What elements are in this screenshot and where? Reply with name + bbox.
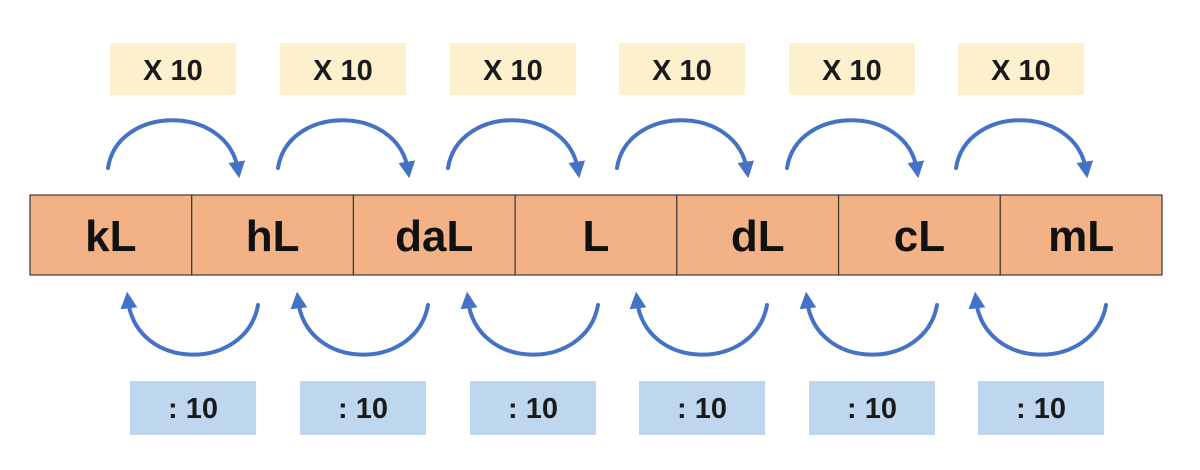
unit-label: cL <box>894 212 945 261</box>
divide-arrow <box>290 291 430 357</box>
multiply-arrow <box>785 118 925 179</box>
unit-cell-cl: cL <box>837 194 1001 276</box>
multiply-label: X 10 <box>619 43 745 95</box>
multiply-arrow <box>276 118 416 179</box>
unit-cell-kl: kL <box>29 194 193 276</box>
multiply-label-text: X 10 <box>143 55 203 87</box>
unit-label: kL <box>85 212 136 261</box>
unit-cell-box <box>514 194 678 276</box>
divide-arrow <box>799 291 939 357</box>
multiply-label-box <box>110 43 236 95</box>
unit-cell-l: L <box>514 194 678 276</box>
unit-cell-ml: mL <box>999 194 1163 276</box>
multiply-label-text: X 10 <box>483 55 543 87</box>
unit-cell-dal: daL <box>352 194 516 276</box>
multiply-arrow <box>954 118 1094 179</box>
multiply-arrow <box>106 118 246 179</box>
divide-label: : 10 <box>300 381 426 435</box>
multiply-label-box <box>280 43 406 95</box>
divide-labels: : 10 : 10 : 10 : 10 : 10 : 10 <box>130 381 1104 435</box>
unit-cell-box <box>999 194 1163 276</box>
divide-label: : 10 <box>639 381 765 435</box>
unit-cell-box <box>191 194 355 276</box>
unit-cell-box <box>352 194 516 276</box>
unit-label: mL <box>1048 212 1114 261</box>
unit-label: hL <box>246 212 300 261</box>
multiply-label: X 10 <box>280 43 406 95</box>
multiply-label-text: X 10 <box>313 55 373 87</box>
divide-label: : 10 <box>470 381 596 435</box>
divide-label-text: : 10 <box>508 393 558 425</box>
multiply-arrow <box>615 118 755 179</box>
multiply-labels: X 10 X 10 X 10 X 10 X 10 X 10 <box>110 43 1084 95</box>
multiply-label: X 10 <box>110 43 236 95</box>
multiply-label-box <box>450 43 576 95</box>
multiply-label-text: X 10 <box>652 55 712 87</box>
divide-label-text: : 10 <box>847 393 897 425</box>
divide-label-text: : 10 <box>677 393 727 425</box>
unit-cell-hl: hL <box>191 194 355 276</box>
divide-label: : 10 <box>809 381 935 435</box>
divide-label-text: : 10 <box>1016 393 1066 425</box>
divide-label-box <box>809 381 935 435</box>
multiply-label-text: X 10 <box>822 55 882 87</box>
unit-cell-dl: dL <box>676 194 840 276</box>
divide-arrows <box>120 291 1108 357</box>
multiply-label-box <box>789 43 915 95</box>
divide-label-text: : 10 <box>338 393 388 425</box>
divide-label: : 10 <box>130 381 256 435</box>
divide-label-box <box>300 381 426 435</box>
unit-label: dL <box>731 212 785 261</box>
multiply-label-text: X 10 <box>991 55 1051 87</box>
divide-label-box <box>978 381 1104 435</box>
divide-arrow <box>460 291 600 357</box>
divide-label-box <box>470 381 596 435</box>
divide-label-box <box>130 381 256 435</box>
multiply-label: X 10 <box>450 43 576 95</box>
divide-label: : 10 <box>978 381 1104 435</box>
multiply-label-box <box>958 43 1084 95</box>
unit-label: L <box>583 212 610 261</box>
multiply-arrows <box>106 118 1094 179</box>
unit-cell-box <box>837 194 1001 276</box>
divide-arrow <box>968 291 1108 357</box>
divide-label-box <box>639 381 765 435</box>
divide-label-text: : 10 <box>168 393 218 425</box>
unit-cell-box <box>29 194 193 276</box>
divide-arrow <box>120 291 260 357</box>
multiply-label-box <box>619 43 745 95</box>
multiply-label: X 10 <box>789 43 915 95</box>
multiply-arrow <box>446 118 586 179</box>
unit-label: daL <box>395 212 473 261</box>
multiply-label: X 10 <box>958 43 1084 95</box>
divide-arrow <box>629 291 769 357</box>
